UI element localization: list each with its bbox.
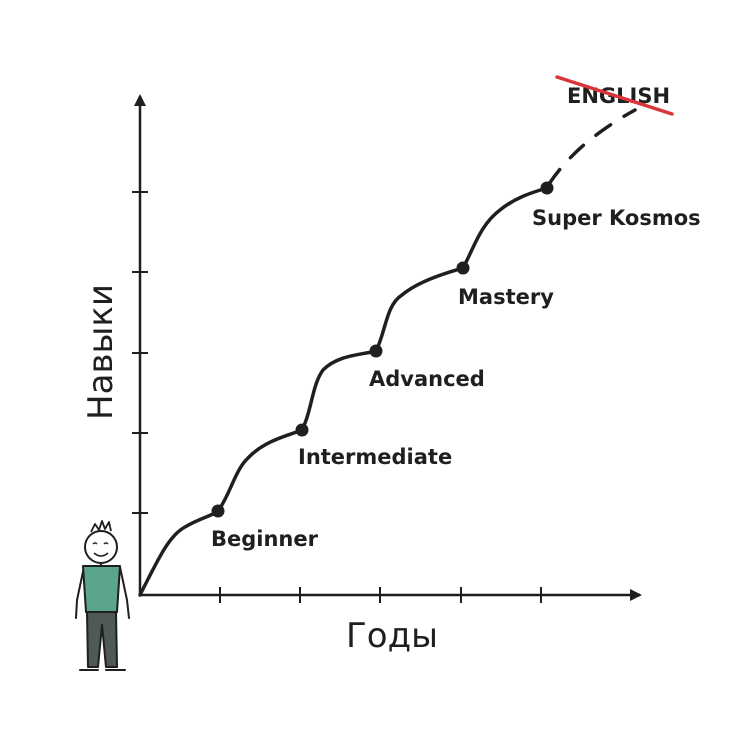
stage-label-advanced: Advanced: [369, 367, 485, 391]
person-figure-icon: [75, 520, 130, 671]
stage-label-mastery: Mastery: [458, 285, 554, 309]
milestone-dot: [211, 504, 225, 518]
smile: [93, 552, 109, 557]
shirt: [82, 565, 121, 613]
pants: [86, 611, 118, 668]
milestone-dot: [369, 344, 383, 358]
milestone-dot: [540, 181, 554, 195]
head: [84, 530, 118, 564]
hair: [90, 520, 112, 533]
skill-curve: [138, 186, 549, 597]
left-eye: [92, 542, 98, 545]
x-ticks: [219, 587, 542, 603]
stage-label-intermediate: Intermediate: [298, 445, 452, 469]
right-arm: [119, 566, 130, 619]
left-arm: [75, 566, 85, 619]
stage-label-super-kosmos: Super Kosmos: [532, 206, 701, 230]
right-eye: [103, 542, 109, 545]
future-path: [547, 108, 637, 186]
stage-label-beginner: Beginner: [211, 527, 319, 551]
x-axis-title: Годы: [346, 616, 438, 656]
milestone-dot: [295, 423, 309, 437]
y-ticks: [132, 191, 148, 514]
y-axis-title: Навыки: [81, 284, 121, 420]
goal-strike: [555, 75, 674, 116]
milestone-dot: [456, 261, 470, 275]
